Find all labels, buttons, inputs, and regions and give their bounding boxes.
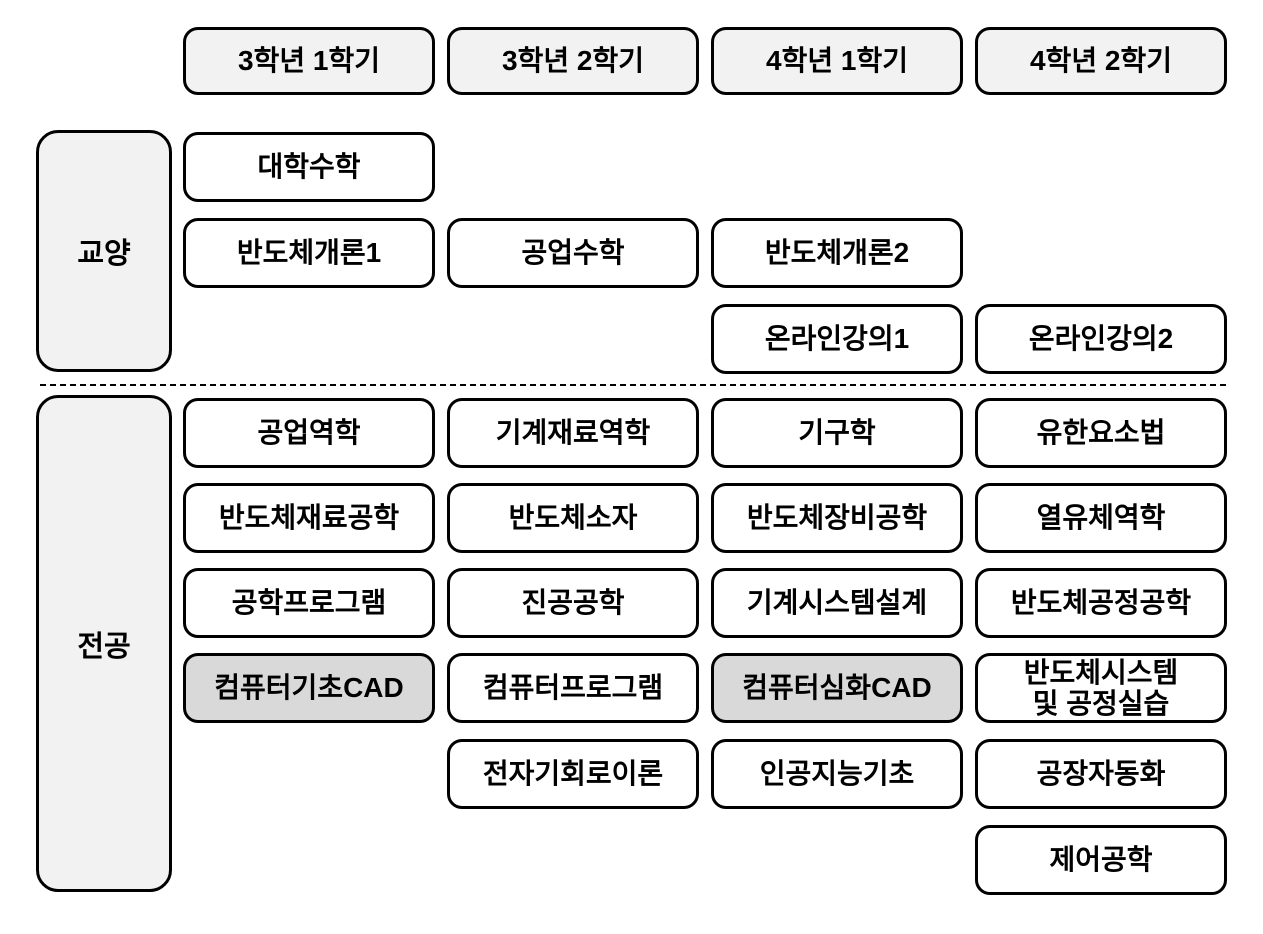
course-box: 컴퓨터심화CAD [711,653,963,723]
course-box: 제어공학 [975,825,1227,895]
course-box: 기계시스템설계 [711,568,963,638]
course-box: 열유체역학 [975,483,1227,553]
course-box: 반도체장비공학 [711,483,963,553]
course-box: 반도체개론2 [711,218,963,288]
category-box-liberal-arts: 교양 [36,130,172,372]
semester-header: 4학년 1학기 [711,27,963,95]
course-box: 공장자동화 [975,739,1227,809]
course-box: 인공지능기초 [711,739,963,809]
course-box: 기구학 [711,398,963,468]
course-box: 반도체공정공학 [975,568,1227,638]
course-box: 공학프로그램 [183,568,435,638]
course-box: 대학수학 [183,132,435,202]
course-box: 진공공학 [447,568,699,638]
course-box: 온라인강의1 [711,304,963,374]
course-box: 공업수학 [447,218,699,288]
section-divider [40,384,1226,386]
course-box: 기계재료역학 [447,398,699,468]
course-box: 컴퓨터기초CAD [183,653,435,723]
course-box: 전자기회로이론 [447,739,699,809]
course-box: 반도체시스템 및 공정실습 [975,653,1227,723]
semester-header: 3학년 1학기 [183,27,435,95]
course-box: 공업역학 [183,398,435,468]
course-box: 반도체개론1 [183,218,435,288]
course-box: 유한요소법 [975,398,1227,468]
semester-header: 3학년 2학기 [447,27,699,95]
course-box: 반도체소자 [447,483,699,553]
semester-header: 4학년 2학기 [975,27,1227,95]
course-box: 온라인강의2 [975,304,1227,374]
category-box-major: 전공 [36,395,172,892]
course-box: 반도체재료공학 [183,483,435,553]
course-box: 컴퓨터프로그램 [447,653,699,723]
